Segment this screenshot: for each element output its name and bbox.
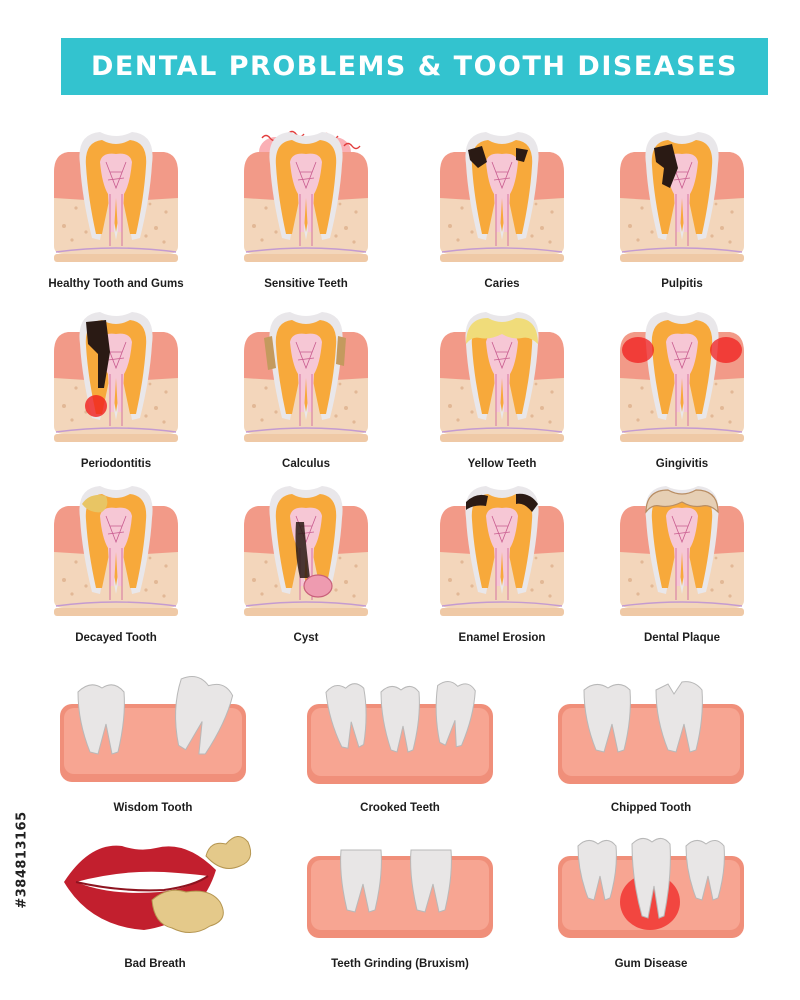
condition-label: Enamel Erosion bbox=[458, 632, 546, 644]
dental-plaque-tooth-icon bbox=[619, 485, 745, 617]
condition-card[interactable]: Chipped Tooth bbox=[556, 680, 746, 818]
condition-card[interactable]: Healthy Tooth and Gums bbox=[46, 128, 186, 298]
condition-card[interactable]: Sensitive Teeth bbox=[236, 128, 376, 298]
condition-card[interactable]: Teeth Grinding (Bruxism) bbox=[305, 846, 495, 976]
decayed-tooth-icon bbox=[53, 485, 179, 617]
condition-card[interactable]: Periodontitis bbox=[46, 308, 186, 478]
condition-label: Sensitive Teeth bbox=[264, 278, 348, 290]
condition-card[interactable]: Yellow Teeth bbox=[432, 308, 572, 478]
condition-label: Cyst bbox=[293, 632, 319, 644]
stock-id: #384813165 bbox=[14, 760, 30, 960]
teeth-grinding-icon bbox=[307, 849, 493, 938]
chipped-tooth-icon bbox=[558, 681, 744, 784]
enamel-erosion-tooth-icon bbox=[439, 485, 565, 617]
periodontitis-tooth-icon bbox=[53, 311, 179, 443]
condition-card[interactable]: Wisdom Tooth bbox=[58, 676, 248, 818]
stock-id-text: #384813165 bbox=[14, 811, 30, 909]
condition-card[interactable]: Cyst bbox=[236, 482, 376, 652]
condition-card[interactable]: Bad Breath bbox=[60, 826, 252, 976]
condition-card[interactable]: Caries bbox=[432, 128, 572, 298]
condition-label: Crooked Teeth bbox=[360, 802, 440, 814]
condition-label: Bad Breath bbox=[124, 958, 186, 970]
sensitive-tooth-icon bbox=[243, 130, 369, 263]
condition-label: Healthy Tooth and Gums bbox=[48, 278, 184, 290]
healthy-tooth-icon bbox=[53, 131, 179, 263]
condition-label: Dental Plaque bbox=[643, 632, 721, 644]
yellow-tooth-icon bbox=[439, 311, 565, 443]
crooked-teeth-icon bbox=[307, 680, 493, 784]
wisdom-tooth-icon bbox=[60, 676, 246, 782]
condition-label: Gingivitis bbox=[655, 458, 709, 470]
condition-label: Periodontitis bbox=[80, 458, 152, 470]
condition-card[interactable]: Crooked Teeth bbox=[305, 680, 495, 818]
cyst-tooth-icon bbox=[243, 485, 369, 617]
condition-label: Teeth Grinding (Bruxism) bbox=[331, 958, 469, 970]
calculus-tooth-icon bbox=[243, 311, 369, 443]
condition-label: Calculus bbox=[282, 458, 330, 470]
condition-card[interactable]: Enamel Erosion bbox=[432, 482, 572, 652]
gingivitis-tooth-icon bbox=[619, 311, 745, 443]
condition-card[interactable]: Gum Disease bbox=[556, 836, 746, 976]
gum-disease-icon bbox=[558, 838, 744, 938]
condition-card[interactable]: Pulpitis bbox=[612, 128, 752, 298]
page-title: DENTAL PROBLEMS & TOOTH DISEASES bbox=[90, 51, 738, 82]
condition-label: Chipped Tooth bbox=[610, 802, 692, 814]
condition-card[interactable]: Dental Plaque bbox=[612, 482, 752, 652]
title-banner: DENTAL PROBLEMS & TOOTH DISEASES bbox=[61, 38, 768, 95]
condition-label: Caries bbox=[484, 278, 520, 290]
condition-label: Wisdom Tooth bbox=[113, 802, 193, 814]
condition-card[interactable]: Gingivitis bbox=[612, 308, 752, 478]
condition-card[interactable]: Calculus bbox=[236, 308, 376, 478]
bad-breath-lips-icon bbox=[64, 836, 252, 933]
condition-label: Yellow Teeth bbox=[467, 458, 537, 470]
caries-tooth-icon bbox=[439, 131, 565, 263]
condition-label: Gum Disease bbox=[614, 958, 688, 970]
condition-card[interactable]: Decayed Tooth bbox=[46, 482, 186, 652]
pulpitis-tooth-icon bbox=[619, 131, 745, 263]
condition-label: Pulpitis bbox=[661, 278, 703, 290]
condition-label: Decayed Tooth bbox=[75, 632, 157, 644]
